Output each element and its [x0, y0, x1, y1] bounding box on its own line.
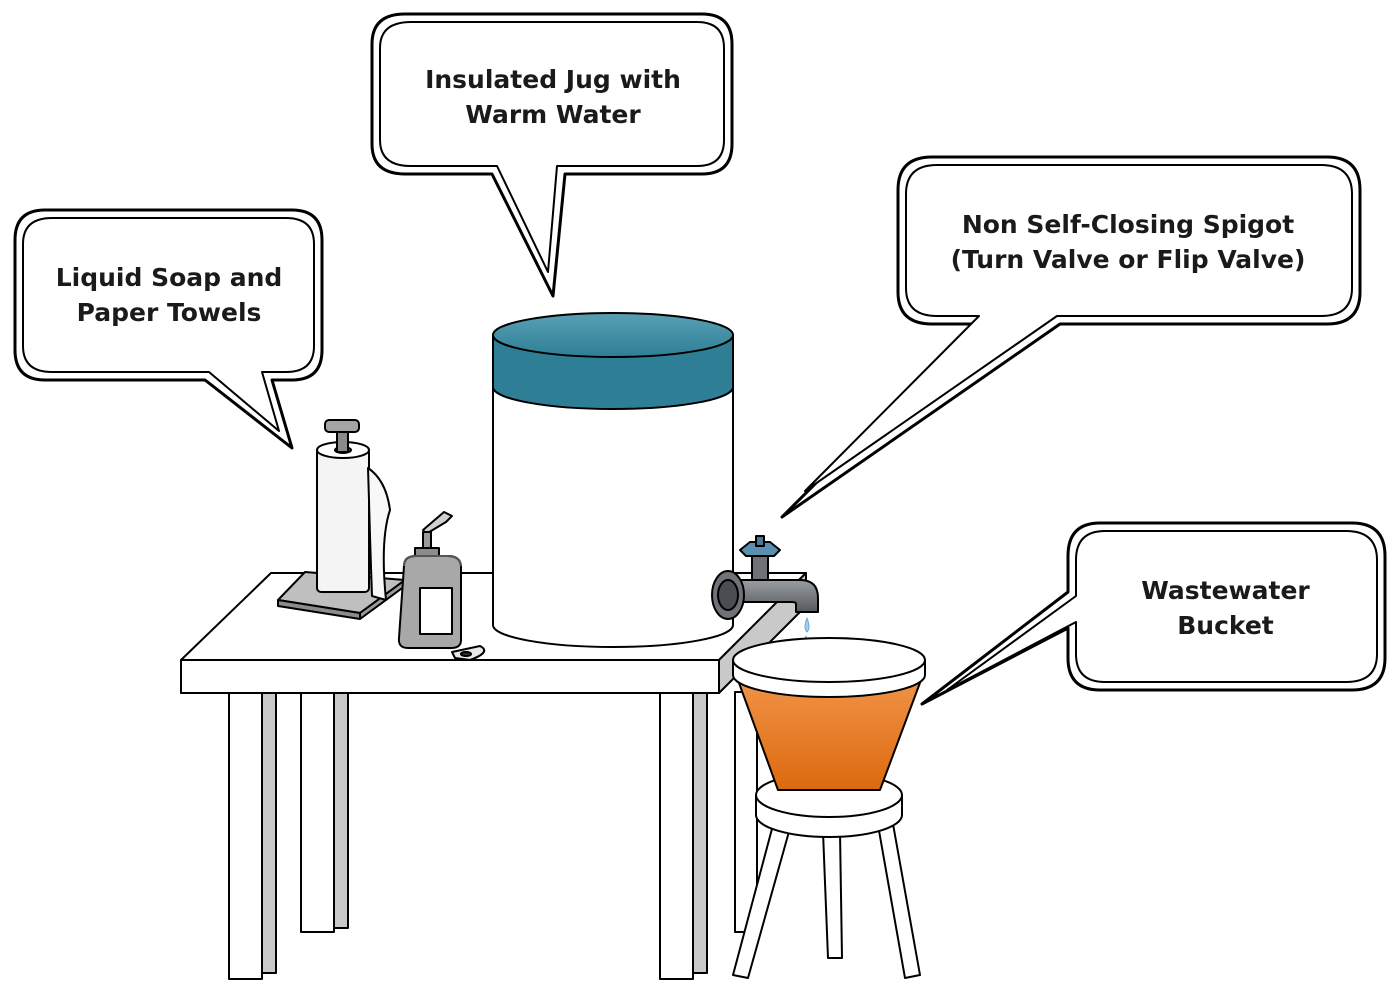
valve-handle-icon	[739, 541, 781, 557]
callout-spigot-bubble	[780, 155, 1362, 519]
stool-icon	[732, 772, 921, 979]
callout-jug-label: Insulated Jug with Warm Water	[425, 65, 681, 129]
wastewater-bucket-icon	[732, 637, 926, 791]
spigot-icon	[711, 535, 819, 651]
soap-dispenser-icon	[397, 511, 486, 661]
insulated-jug-icon	[492, 312, 734, 648]
callout-soap-label: Liquid Soap and Paper Towels	[55, 263, 283, 327]
paper-towel-holder-icon	[277, 419, 406, 620]
callout-jug-bubble	[370, 12, 734, 298]
callout-soap-bubble	[13, 208, 324, 450]
water-drop-icon	[804, 617, 810, 633]
callout-bucket-label: Wastewater Bucket	[1141, 576, 1310, 640]
callout-bucket-bubble	[920, 521, 1387, 706]
callout-spigot-label: Non Self-Closing Spigot (Turn Valve or F…	[950, 210, 1306, 274]
